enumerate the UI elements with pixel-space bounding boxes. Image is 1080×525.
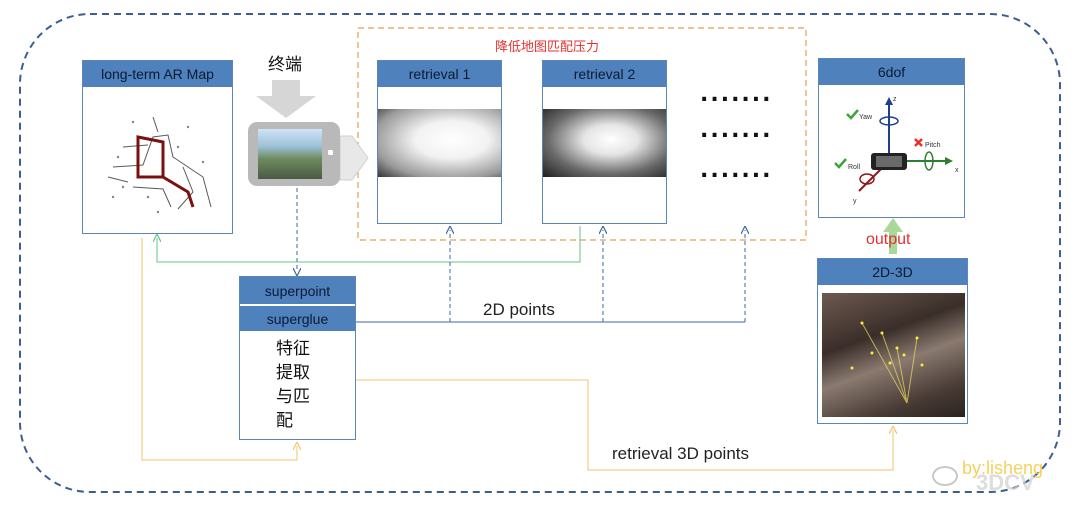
feature-text: 特征 提取 与匹 配 [276,337,310,433]
feature-box: superpoint superglue 特征 提取 与匹 配 [239,276,356,440]
phone-to-retrieval-arrow [339,135,369,181]
dof-title: 6dof [819,59,964,85]
point-cloud-map-image [107,116,212,214]
watermark-author: by:lisheng [962,458,1044,478]
output-label: output [866,231,911,248]
feature-line-2: 提取 [276,363,310,383]
ar-map-box: long-term AR Map [82,60,233,234]
superpoint-label: superpoint [264,282,331,299]
pressure-label: 降低地图匹配压力 [495,40,600,55]
more-retrievals-dots-3: ....... [700,158,773,183]
feature-to-pnp-connector [356,379,893,471]
retrieval2-box: retrieval 2 [542,60,667,224]
y-axis-label: y [853,198,857,205]
watermark-brand: 3DCV [976,470,1035,495]
yaw-label: Yaw [859,114,873,121]
dof-box: 6dof Yaw Pitch Roll z x y [818,58,965,218]
terminal-label: 终端 [268,55,302,75]
retrieval1-title: retrieval 1 [378,61,501,87]
armap-to-feature-connector [141,238,297,461]
roll-label: Roll [848,164,861,171]
more-retrievals-dots-1: ....... [700,82,773,107]
retrieval1-image [378,109,501,177]
superglue-label: superglue [266,310,329,327]
ar-map-title: long-term AR Map [83,61,232,87]
superglue-header: superglue [240,306,355,331]
pitch-label: Pitch [925,142,941,149]
pressure-dashed-frame [357,27,807,241]
pnp-city-image [822,293,965,417]
retrieval-to-armap-connector [157,226,581,263]
retrieval2-image [543,109,666,177]
watermark: by:lisheng 3DCV [930,458,1070,498]
retrieval1-box: retrieval 1 [377,60,502,224]
outer-dashed-frame [19,13,1061,493]
terminal-down-arrow [256,80,316,118]
output-up-arrow [883,218,903,254]
watermark-logo-icon [932,466,958,486]
phone-button-icon [328,150,333,155]
points-2d-label: 2D points [483,300,555,319]
feature-line-3: 与匹 [276,387,310,407]
more-retrievals-dots-2: ....... [700,118,773,143]
pnp-title: 2D-3D [818,259,967,285]
phone-screen-image [258,129,322,179]
x-axis-label: x [955,167,959,174]
phone-device [248,122,340,186]
points-3d-label: retrieval 3D points [612,444,750,463]
feature-line-4: 配 [276,411,293,431]
superpoint-header: superpoint [240,277,355,305]
feature-line-1: 特征 [276,339,310,359]
dof-axes-figure: Yaw Pitch Roll z x y [834,96,959,205]
retrieval2-title: retrieval 2 [543,61,666,87]
z-axis-label: z [893,96,897,103]
pnp-box: 2D-3D [817,258,968,424]
